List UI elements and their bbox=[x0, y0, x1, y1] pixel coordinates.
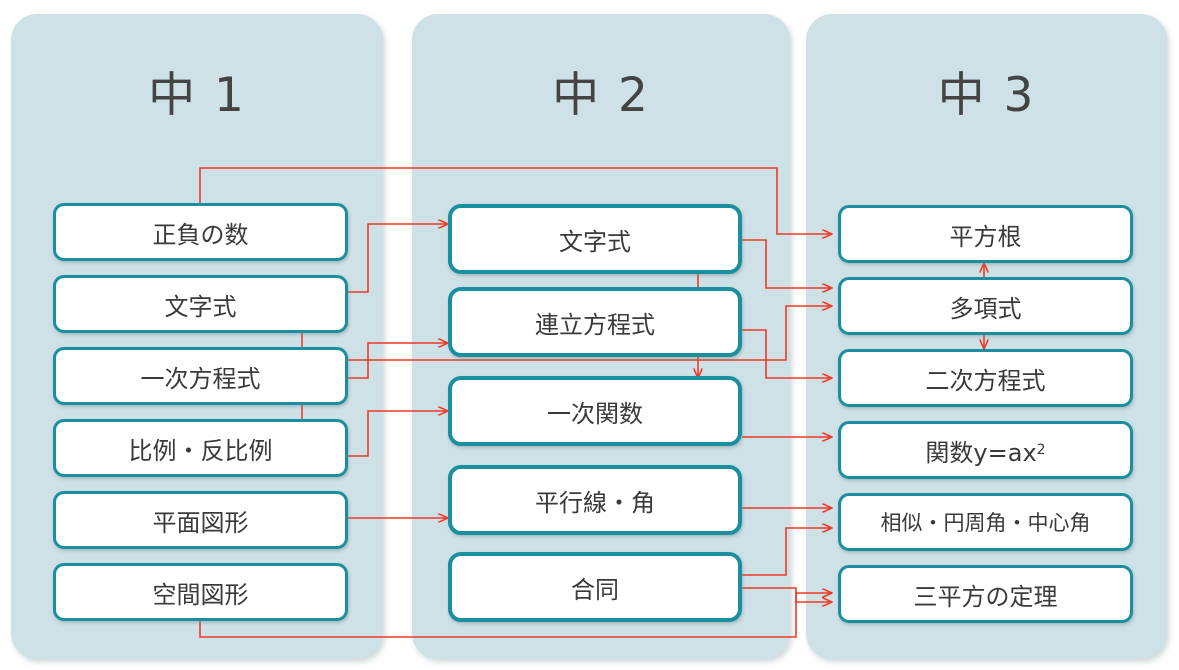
node-label: 平面図形 bbox=[152, 508, 249, 537]
node-label: 二次方程式 bbox=[925, 366, 1046, 395]
panel-grade3: 中 3 bbox=[806, 14, 1167, 659]
node-heihoukon[interactable]: 平方根 bbox=[838, 205, 1133, 263]
node-hirei-hanpirei[interactable]: 比例・反比例 bbox=[53, 419, 348, 477]
node-ichiji-kansu[interactable]: 一次関数 bbox=[448, 376, 742, 446]
node-niji-hoteishiki[interactable]: 二次方程式 bbox=[838, 349, 1133, 407]
panel-grade3-title: 中 3 bbox=[937, 68, 1036, 123]
node-label: 平行線・角 bbox=[535, 488, 655, 517]
node-goudou[interactable]: 合同 bbox=[448, 552, 742, 622]
node-label: 文字式 bbox=[164, 292, 237, 321]
node-label: 比例・反比例 bbox=[128, 436, 273, 465]
node-souji-enshukaku-chushinkaku[interactable]: 相似・円周角・中心角 bbox=[838, 493, 1133, 551]
node-mojishiki-grade2[interactable]: 文字式 bbox=[448, 204, 742, 274]
panel-grade1-title: 中 1 bbox=[148, 68, 246, 123]
node-label: 平方根 bbox=[949, 222, 1022, 251]
node-label: 一次関数 bbox=[547, 399, 643, 428]
node-mojishiki-grade1[interactable]: 文字式 bbox=[53, 275, 348, 333]
node-label: 空間図形 bbox=[152, 580, 249, 609]
node-heimen-zukei[interactable]: 平面図形 bbox=[53, 491, 348, 549]
panel-grade2-title: 中 2 bbox=[552, 68, 650, 123]
node-renritsu-hoteishiki[interactable]: 連立方程式 bbox=[448, 287, 742, 357]
node-label: 正負の数 bbox=[152, 220, 249, 249]
node-label: 相似・円周角・中心角 bbox=[880, 511, 1091, 535]
node-kukan-zukei[interactable]: 空間図形 bbox=[53, 563, 348, 621]
node-label: 関数y=ax bbox=[925, 438, 1037, 467]
node-label: 連立方程式 bbox=[535, 310, 655, 339]
node-ichiji-hoteishiki[interactable]: 一次方程式 bbox=[53, 347, 348, 405]
node-sanheihou-no-teiri[interactable]: 三平方の定理 bbox=[838, 565, 1133, 623]
node-label: 合同 bbox=[571, 575, 619, 604]
node-takoushiki[interactable]: 多項式 bbox=[838, 277, 1133, 335]
node-heikousen-kaku[interactable]: 平行線・角 bbox=[448, 465, 742, 535]
node-label: 文字式 bbox=[559, 227, 631, 256]
node-label: 三平方の定理 bbox=[913, 582, 1058, 611]
node-seifu-no-kazu[interactable]: 正負の数 bbox=[53, 203, 348, 261]
node-label: 一次方程式 bbox=[140, 364, 261, 393]
node-label: 多項式 bbox=[949, 294, 1022, 323]
